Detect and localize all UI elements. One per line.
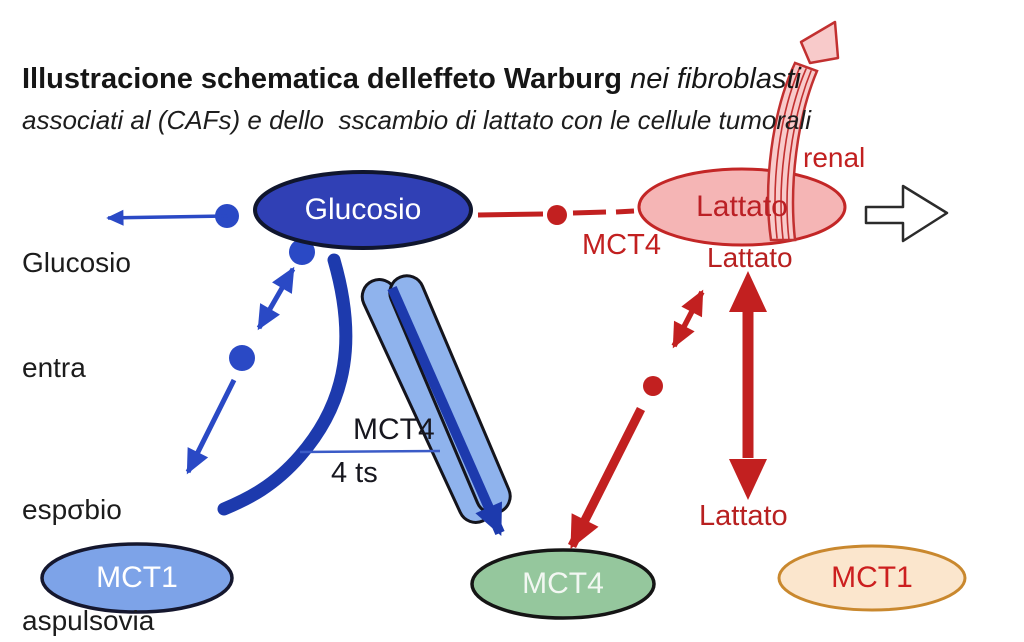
channel-flow-arrow: [387, 285, 505, 537]
mct4-dash-2: [572, 209, 607, 216]
lactate-vertical-double-arrow: [729, 271, 767, 500]
mct1-right-node-label: MCT1: [831, 561, 913, 594]
mct4-bottom-node-label: MCT4: [522, 567, 604, 600]
mct4-dash-1: [477, 211, 544, 218]
lactate-to-mct4-arrow: [567, 406, 646, 550]
lactate-dot: [643, 376, 663, 396]
ellipse-mct4-bottom: [470, 548, 656, 620]
ellipse-mct1-left: [40, 542, 234, 614]
title-bold-text: Illustracione schematica delleffeto Warb…: [22, 63, 623, 95]
glucose-enters-line2: entra: [22, 351, 86, 383]
ellipse-mct1-right: [777, 544, 967, 612]
mct4-dash-3: [615, 208, 635, 215]
white-outflow-arrow: [864, 184, 949, 243]
channel-sub-label: 4 ts: [331, 457, 378, 489]
glucose-dot-lower: [229, 345, 255, 371]
efflux-stripe-2: [780, 68, 807, 240]
glucose-double-arrow: [256, 266, 296, 331]
lactate-efflux-arrow: [766, 20, 840, 242]
glucose-enters-line1: Glucosio: [22, 247, 131, 279]
diagram-subtitle: associati al (CAFs) e dello sscambio di …: [22, 105, 812, 135]
lactate-label-mid: Lattato: [707, 242, 793, 273]
lactate-node-label: Lattato: [696, 190, 788, 223]
glucose-enters-label: Glucosio entra: [22, 177, 131, 455]
glucose-node-label: Glucosio: [304, 193, 422, 226]
efflux-stripe-3: [786, 70, 812, 241]
mct4-connector-dot: [547, 205, 567, 225]
efflux-stripe-1: [774, 66, 801, 239]
ellipse-glucose: [253, 170, 473, 250]
renal-label: renal: [803, 142, 866, 173]
vertical-arrowhead-down: [729, 459, 767, 500]
efflux-arrowhead: [799, 20, 840, 65]
mct4-channel-label: MCT4: [353, 413, 435, 446]
glucose-entry-arrow: [106, 209, 228, 226]
export-arrow: [185, 378, 237, 475]
mct4-transporter-label: MCT4: [582, 229, 661, 261]
vertical-arrowhead-up: [729, 271, 767, 312]
title-italic-text: nei fibroblasti: [622, 63, 801, 95]
channel-label-underline: [299, 449, 441, 454]
lactate-double-arrow: [671, 289, 705, 349]
export-text-block: espσbio aspulsovia via MT5ı MCA: [22, 418, 199, 642]
export-line1: espσbio: [22, 493, 122, 525]
export-line2: aspulsovia: [22, 604, 155, 636]
membrane-curve-line: [217, 253, 353, 516]
mct1-left-node-label: MCT1: [96, 561, 178, 594]
glucose-dot-upper: [289, 239, 315, 265]
lactate-label-bottom: Lattato: [699, 500, 788, 532]
diagram-title: Illustracione schematica delleffeto Warb…: [22, 62, 801, 96]
